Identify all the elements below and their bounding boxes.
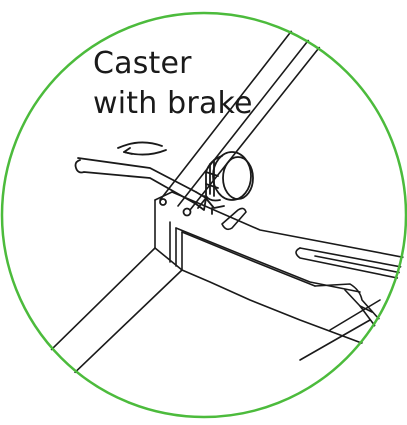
caster-label-line-2: with brake xyxy=(93,86,253,121)
plate-slot xyxy=(221,207,247,231)
lower-left-lines xyxy=(0,247,183,419)
base-plate xyxy=(171,191,407,293)
rotation-arrow-icon xyxy=(117,141,167,156)
caster-wheel-icon xyxy=(197,151,254,215)
rail-slot xyxy=(295,247,407,281)
frame-post xyxy=(154,191,183,271)
caster-label-line-1: Caster xyxy=(93,46,192,81)
line-drawing xyxy=(0,19,407,419)
bottom-right-edges xyxy=(181,269,407,361)
callout-circle-border xyxy=(0,11,407,419)
brake-lever xyxy=(74,157,207,217)
right-bracket xyxy=(299,283,407,361)
right-frame-edge xyxy=(329,33,407,141)
